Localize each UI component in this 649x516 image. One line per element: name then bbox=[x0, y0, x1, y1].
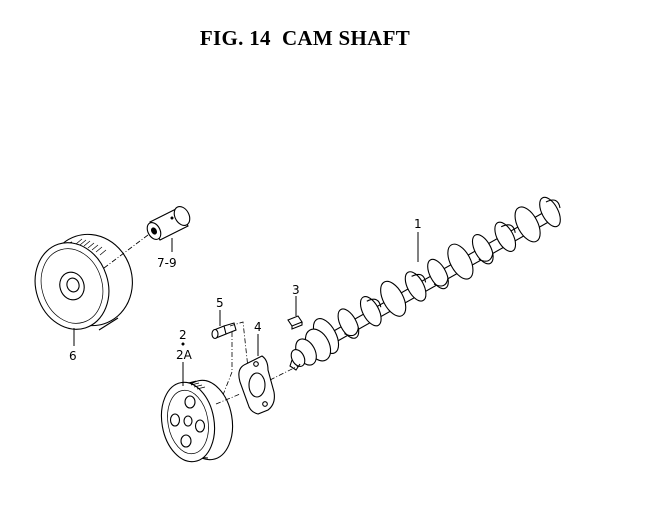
camshaft-lobe bbox=[359, 296, 382, 327]
figure-title: FIG. 14 CAM SHAFT bbox=[199, 26, 411, 50]
bolt-part-5 bbox=[211, 322, 237, 340]
key-part-3 bbox=[287, 315, 303, 330]
camshaft-journal bbox=[447, 243, 474, 280]
pulley-part-6 bbox=[34, 233, 133, 331]
callout-5: 5 bbox=[216, 296, 224, 310]
camshaft-journal bbox=[380, 280, 407, 317]
callout-2a: 2A bbox=[176, 348, 193, 362]
camshaft-lobe bbox=[494, 221, 517, 252]
camshaft-lobe-nose bbox=[411, 273, 427, 283]
leader-lines bbox=[73, 232, 419, 386]
callout-2: 2 bbox=[179, 328, 187, 342]
camshaft-nose bbox=[289, 328, 332, 371]
camshaft-lobe bbox=[471, 234, 494, 265]
camshaft-part-1 bbox=[299, 196, 561, 361]
camshaft-lobe-nose bbox=[500, 224, 516, 233]
camshaft-lobe-nose bbox=[433, 277, 449, 287]
camshaft-journal bbox=[514, 206, 541, 243]
plate-part-4 bbox=[238, 355, 275, 415]
gear-part-2 bbox=[160, 379, 234, 463]
camshaft-lobe-nose bbox=[344, 327, 359, 337]
callout-7-9: 7-9 bbox=[157, 256, 177, 270]
callout-4: 4 bbox=[254, 320, 262, 334]
camshaft-lobe bbox=[427, 258, 449, 290]
callout-dot bbox=[181, 342, 185, 346]
callout-1: 1 bbox=[414, 217, 422, 231]
camshaft-lobe-nose bbox=[478, 253, 494, 262]
camshaft-lobe bbox=[337, 308, 360, 339]
callout-6: 6 bbox=[69, 349, 77, 363]
camshaft-lobe bbox=[404, 271, 427, 302]
callout-3: 3 bbox=[292, 283, 300, 297]
sleeve-part-7-9 bbox=[146, 206, 191, 241]
camshaft-lobe-nose bbox=[545, 199, 561, 209]
camshaft-lobe-nose bbox=[366, 298, 382, 308]
camshaft-lobe bbox=[539, 196, 561, 228]
